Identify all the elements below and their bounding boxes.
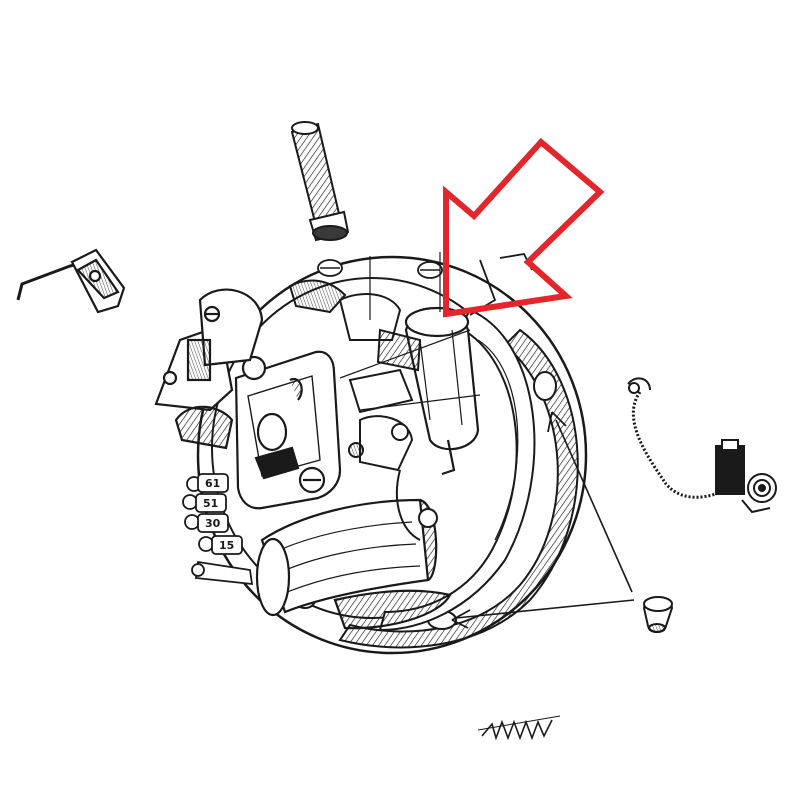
push-rod [290,121,350,242]
cable-clip [16,248,126,314]
spring [477,715,561,741]
highlight-arrow [443,137,605,318]
breaker-assembly [234,350,342,510]
cutout-relay [154,288,264,450]
carbon-brush [627,377,777,514]
field-coil-lower [255,498,452,630]
leader-lines [339,252,481,411]
terminal-label-30: 30 [205,517,221,530]
grommet [642,596,674,633]
terminal-strip [182,473,254,586]
field-coil-band [378,308,536,632]
terminal-label-15: 15 [219,539,234,552]
callout-arrows [451,411,635,629]
terminal-label-51: 51 [203,497,218,510]
terminal-label-61: 61 [205,477,220,490]
